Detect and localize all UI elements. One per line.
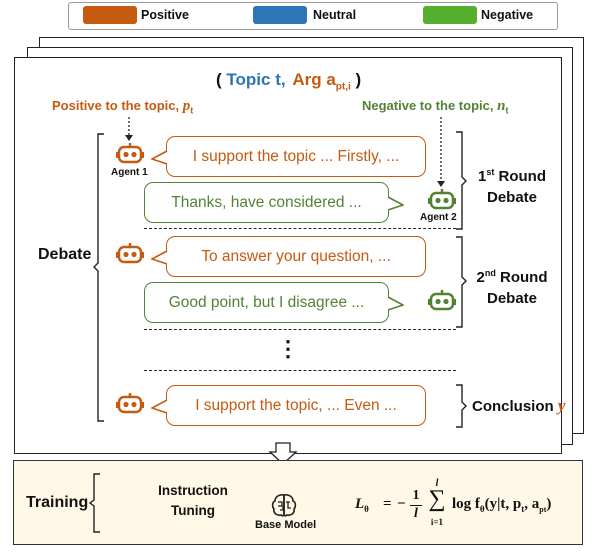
loss-lhs-symbol: L	[355, 496, 365, 512]
base-model-label: Base Model	[255, 519, 317, 531]
round-2-label: 2nd Round Debate	[468, 263, 556, 309]
round-divider-2	[144, 329, 456, 330]
loss-lhs: Lθ	[355, 496, 369, 514]
positive-label-sym: p	[182, 98, 191, 114]
loss-fraction-den-wrap: l	[411, 506, 421, 522]
debate-label: Debate	[38, 246, 92, 263]
message-bubble-1: I support the topic ... Firstly, ...	[166, 136, 426, 177]
message-bubble-2: Thanks, have considered ...	[144, 182, 389, 223]
header-open-paren: (	[216, 70, 222, 89]
conclusion-label: Conclusion y	[472, 396, 565, 416]
round-1-line2: Debate	[486, 189, 538, 206]
legend-swatch-neutral	[253, 6, 307, 24]
round-2-line1: 2nd Round	[468, 263, 556, 288]
loss-f-sub: θ	[479, 504, 485, 514]
message-text-4: Good point, but I disagree ...	[168, 293, 365, 311]
loss-sum-top: l	[435, 478, 439, 489]
negative-agent-label: Negative to the topic, nt	[362, 98, 508, 116]
training-label: Training	[26, 494, 89, 511]
round-divider-3	[144, 370, 456, 371]
legend-swatch-negative	[423, 6, 477, 24]
ellipsis: ⋮	[277, 336, 299, 361]
legend: Positive Neutral Negative	[68, 2, 558, 30]
header-topic: Topic t,	[226, 70, 286, 89]
round-1-num: 1	[477, 168, 487, 185]
loss-args-sub: t	[521, 504, 525, 514]
bubble-tail-2	[387, 196, 404, 211]
loss-args2: , a	[524, 496, 540, 512]
round-divider-1	[144, 228, 456, 229]
conclusion-text: Conclusion	[472, 398, 554, 415]
conclusion-sym: y	[557, 396, 566, 415]
message-bubble-3: To answer your question, ...	[166, 236, 426, 277]
round-1-word: Round	[494, 168, 547, 185]
loss-args2-sub: pt	[539, 505, 547, 514]
loss-sum-top-wrap: l	[427, 478, 447, 489]
robot-icon-agent1-conclusion	[116, 393, 144, 415]
loss-lhs-sub: θ	[364, 504, 369, 514]
loss-equals: =	[383, 496, 392, 512]
topic-header: ( Topic t, Arg apt,i )	[216, 70, 361, 92]
agent1-label: Agent 1	[111, 167, 148, 178]
legend-label-negative: Negative	[481, 8, 534, 22]
loss-args: (y|t, p	[484, 496, 522, 512]
positive-agent-label: Positive to the topic, pt	[52, 98, 193, 116]
training-panel	[13, 460, 583, 545]
loss-log-f: log f	[452, 496, 480, 512]
negative-label-sub: t	[505, 105, 509, 116]
instruction-tuning-label: Instruction Tuning	[150, 481, 236, 521]
legend-label-neutral: Neutral	[313, 8, 357, 22]
round-2-line2: Debate	[486, 290, 538, 307]
bubble-tail-4	[387, 296, 404, 311]
round-brackets	[456, 131, 467, 428]
loss-sum-symbol: ∑	[428, 486, 446, 512]
round-1-sup: st	[486, 167, 495, 177]
message-bubble-5: I support the topic, ... Even ...	[166, 385, 426, 426]
loss-fraction-num: 1	[412, 488, 420, 503]
training-bracket	[88, 473, 100, 533]
bubble-tail-3	[151, 250, 168, 265]
method-line1: Instruction	[158, 483, 228, 498]
round-1-label: 1st Round Debate	[468, 162, 556, 208]
header-arg-sub: pt,i	[335, 81, 351, 93]
loss-sum-bottom: i=1	[430, 517, 444, 527]
positive-label-text: Positive to the topic,	[52, 98, 180, 113]
loss-fraction-den: l	[414, 506, 418, 521]
round-2-num: 2	[476, 269, 485, 286]
legend-label-positive: Positive	[141, 8, 189, 22]
message-text-1: I support the topic ... Firstly, ...	[192, 147, 400, 165]
loss-body: log fθ(y|t, pt, apt)	[452, 496, 551, 514]
loss-fraction-bar	[410, 505, 422, 506]
loss-close-paren: )	[546, 496, 552, 512]
legend-swatch-positive	[83, 6, 137, 24]
robot-icon-agent2-round2	[428, 290, 456, 312]
method-line2: Tuning	[171, 503, 215, 518]
header-arg: Arg apt,i	[292, 70, 351, 93]
debate-bracket	[93, 133, 104, 422]
negative-label-text: Negative to the topic,	[362, 98, 494, 113]
robot-icon-agent1-round2	[116, 243, 144, 265]
message-text-5: I support the topic, ... Even ...	[195, 396, 397, 414]
bubble-tail-5	[151, 399, 168, 414]
loss-minus: −	[397, 496, 406, 512]
message-bubble-4: Good point, but I disagree ...	[144, 282, 389, 323]
message-text-2: Thanks, have considered ...	[171, 193, 362, 211]
negative-label-sym: n	[497, 98, 506, 114]
bubble-tail-1	[151, 150, 168, 165]
down-arrow-icon	[268, 442, 298, 465]
robot-icon-agent1	[116, 143, 144, 165]
agent2-label: Agent 2	[420, 212, 457, 223]
header-arg-prefix: Arg a	[292, 70, 336, 89]
robot-icon-agent2	[428, 189, 456, 211]
message-text-3: To answer your question, ...	[201, 247, 391, 265]
loss-formula: Lθ = − 1 l l ∑ i=1 log fθ(y|t, pt, apt)	[355, 478, 577, 532]
header-close-paren: )	[355, 70, 362, 89]
brain-chip-icon	[271, 494, 297, 517]
round-2-word: Round	[495, 269, 548, 286]
round-2-sup: nd	[484, 268, 496, 278]
round-1-line1: 1st Round	[468, 162, 556, 187]
positive-label-sub: t	[190, 105, 194, 116]
